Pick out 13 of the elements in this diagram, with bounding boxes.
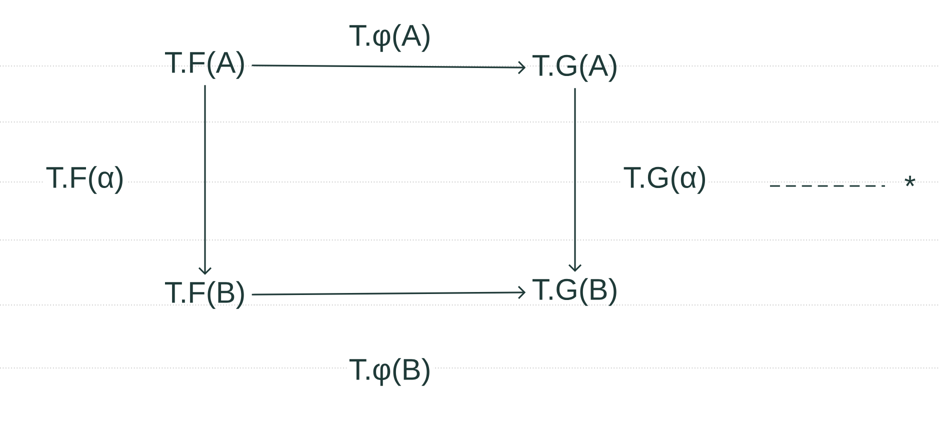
arrow: [568, 88, 582, 272]
math-object: T.F(A): [165, 51, 244, 79]
star-mark: *: [904, 176, 916, 186]
edge-label: T.G(α): [621, 164, 709, 196]
edge-label: T.F(α): [44, 164, 126, 196]
math-object: T.G(A): [532, 54, 616, 82]
math-object: T.F(B): [165, 281, 244, 309]
arrow: [198, 85, 212, 275]
edge-label: T.φ(B): [346, 356, 434, 388]
arrow: [252, 286, 526, 299]
arrow: [252, 61, 526, 74]
math-object: T.G(B): [532, 278, 616, 306]
edge-label: T.φ(A): [346, 22, 434, 54]
